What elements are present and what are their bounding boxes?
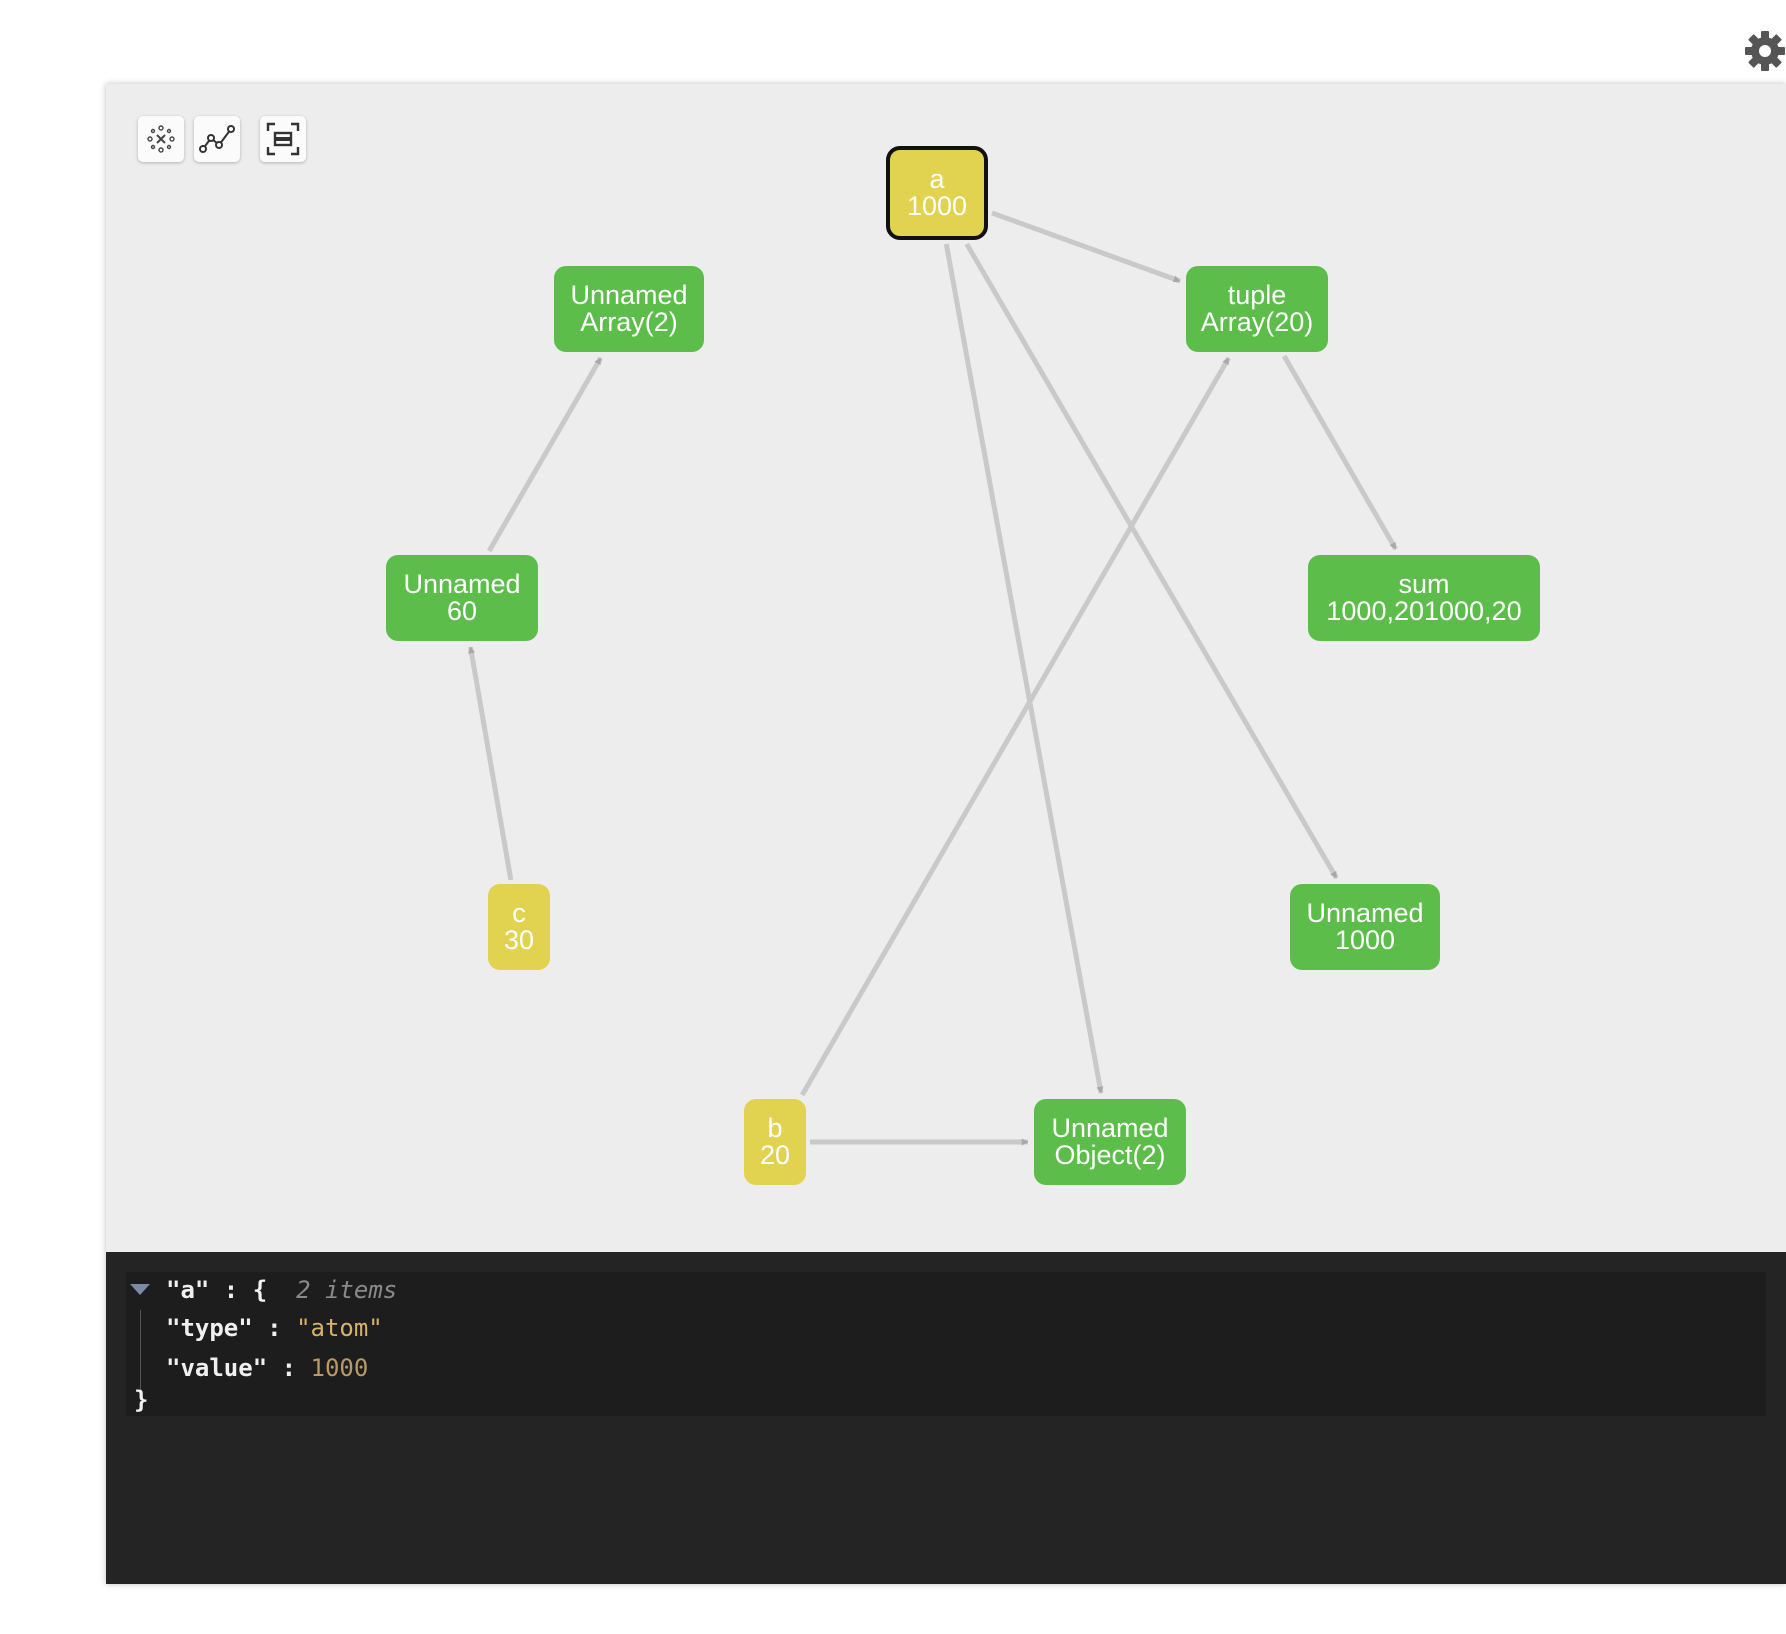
node-sum-name: sum — [1398, 569, 1450, 599]
fit-view-button[interactable] — [260, 116, 306, 162]
node-unnamed-array2[interactable]: Unnamed Array(2) — [554, 266, 704, 352]
edge-line-button[interactable] — [194, 116, 240, 162]
json-colon: : — [252, 1314, 297, 1342]
json-close-brace: } — [134, 1386, 149, 1414]
json-root-key: "a" — [166, 1276, 210, 1304]
node-b[interactable]: b 20 — [744, 1099, 806, 1185]
json-colon: : — [209, 1276, 253, 1304]
node-c-name: c — [512, 898, 526, 928]
node-unnamed-1000[interactable]: Unnamed 1000 — [1290, 884, 1440, 970]
json-viewer: "a" : { 2 items "type" : "atom" "value" … — [126, 1272, 1766, 1416]
node-unnamed-array2-value: Array(2) — [580, 307, 678, 337]
node-unnamed-object2-name: Unnamed — [1051, 1113, 1169, 1143]
node-unnamed-object2-value: Object(2) — [1054, 1140, 1166, 1170]
json-field-type: "type" : "atom" — [166, 1314, 383, 1342]
settings-gear-icon[interactable] — [1744, 30, 1786, 72]
node-unnamed-60-name: Unnamed — [403, 569, 521, 599]
node-unnamed-60-value: 60 — [446, 596, 478, 626]
edge-a-to-unnamed_1000 — [964, 242, 1339, 880]
node-sum-value: 1000,201000,20 — [1326, 596, 1522, 626]
node-c[interactable]: c 30 — [488, 884, 550, 970]
fit-view-icon — [266, 122, 300, 156]
json-close-line: } — [134, 1386, 148, 1414]
edge-layer — [468, 210, 1398, 1146]
json-colon: : — [267, 1354, 311, 1382]
node-b-value: 20 — [759, 1140, 791, 1170]
node-tuple[interactable]: tuple Array(20) — [1186, 266, 1328, 352]
node-a[interactable]: a 1000 — [886, 146, 988, 240]
edge-b-to-tuple — [800, 356, 1231, 1097]
node-tuple-name: tuple — [1227, 280, 1287, 310]
json-field-value: "atom" — [296, 1314, 383, 1342]
node-unnamed-1000-name: Unnamed — [1306, 898, 1424, 928]
json-open-brace: { — [252, 1276, 268, 1304]
node-unnamed-1000-value: 1000 — [1334, 925, 1396, 955]
layout-scatter-icon — [147, 125, 175, 153]
edge-unnamed_60-to-unnamed_array2 — [486, 356, 603, 553]
json-root-line: "a" : { 2 items — [166, 1276, 397, 1304]
json-item-count: 2 items — [296, 1276, 398, 1304]
node-a-value: 1000 — [906, 191, 968, 221]
edge-line-icon — [199, 125, 235, 153]
node-tuple-value: Array(20) — [1200, 307, 1314, 337]
layout-scatter-button[interactable] — [138, 116, 184, 162]
node-a-name: a — [929, 164, 945, 194]
json-field-value: 1000 — [310, 1354, 369, 1382]
edge-a-to-unnamed_object2 — [943, 243, 1104, 1094]
collapse-toggle-icon[interactable] — [130, 1284, 150, 1295]
node-b-name: b — [767, 1113, 783, 1143]
node-unnamed-60[interactable]: Unnamed 60 — [386, 555, 538, 641]
inspector-panel: "a" : { 2 items "type" : "atom" "value" … — [106, 1252, 1786, 1584]
node-sum[interactable]: sum 1000,201000,20 — [1308, 555, 1540, 641]
node-c-value: 30 — [503, 925, 535, 955]
edge-tuple-to-sum — [1281, 354, 1398, 551]
node-unnamed-array2-name: Unnamed — [570, 280, 688, 310]
json-field-value-line: "value" : 1000 — [166, 1354, 368, 1382]
json-field-key: "type" — [166, 1314, 253, 1342]
edge-c-to-unnamed_60 — [468, 646, 514, 881]
node-unnamed-object2[interactable]: Unnamed Object(2) — [1034, 1099, 1186, 1185]
edge-a-to-tuple — [991, 210, 1181, 284]
json-field-key: "value" — [166, 1354, 268, 1382]
indent-guide — [140, 1310, 141, 1396]
graph-panel: a 1000 Unnamed Array(2) tuple Array(20) … — [106, 84, 1786, 1584]
